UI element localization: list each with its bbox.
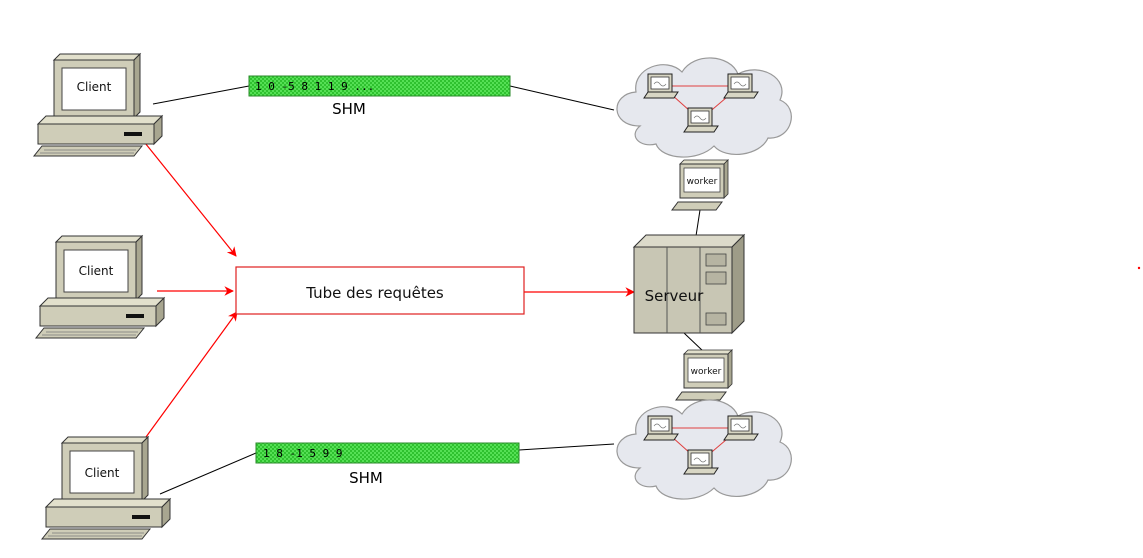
shm-buffer <box>248 75 511 97</box>
client-3: Client <box>41 436 171 540</box>
worker-cloud-bottom <box>617 400 791 499</box>
worker-bottom: worker <box>675 349 733 401</box>
shm-contents: 1 0 -5 8 1 1 9 ... <box>255 80 374 93</box>
shm-links <box>152 85 705 495</box>
shm-bottom: 1 8 -1 5 9 9 SHM <box>255 442 520 487</box>
worker-label: worker <box>691 367 722 377</box>
shm-buffer <box>255 442 520 464</box>
pipe-box <box>235 266 525 315</box>
worker-cloud-top <box>617 58 791 157</box>
client-2: Client <box>35 235 165 339</box>
stray-dot <box>1137 266 1141 270</box>
client-label: Client <box>77 80 112 94</box>
request-pipe: Tube des requêtes <box>235 266 525 315</box>
shm-top: 1 0 -5 8 1 1 9 ... SHM <box>248 75 511 118</box>
server: Serveur <box>632 233 746 335</box>
pipe-label: Tube des requêtes <box>305 284 444 302</box>
shm-label: SHM <box>349 469 383 487</box>
request-arrows <box>132 127 635 438</box>
client-label: Client <box>79 264 114 278</box>
client-label: Client <box>85 466 120 480</box>
worker-label: worker <box>687 177 718 187</box>
worker-top: worker <box>671 159 729 211</box>
shm-contents: 1 8 -1 5 9 9 <box>263 447 342 460</box>
server-label: Serveur <box>645 287 705 305</box>
client-1: Client <box>33 53 163 157</box>
shm-label: SHM <box>332 100 366 118</box>
